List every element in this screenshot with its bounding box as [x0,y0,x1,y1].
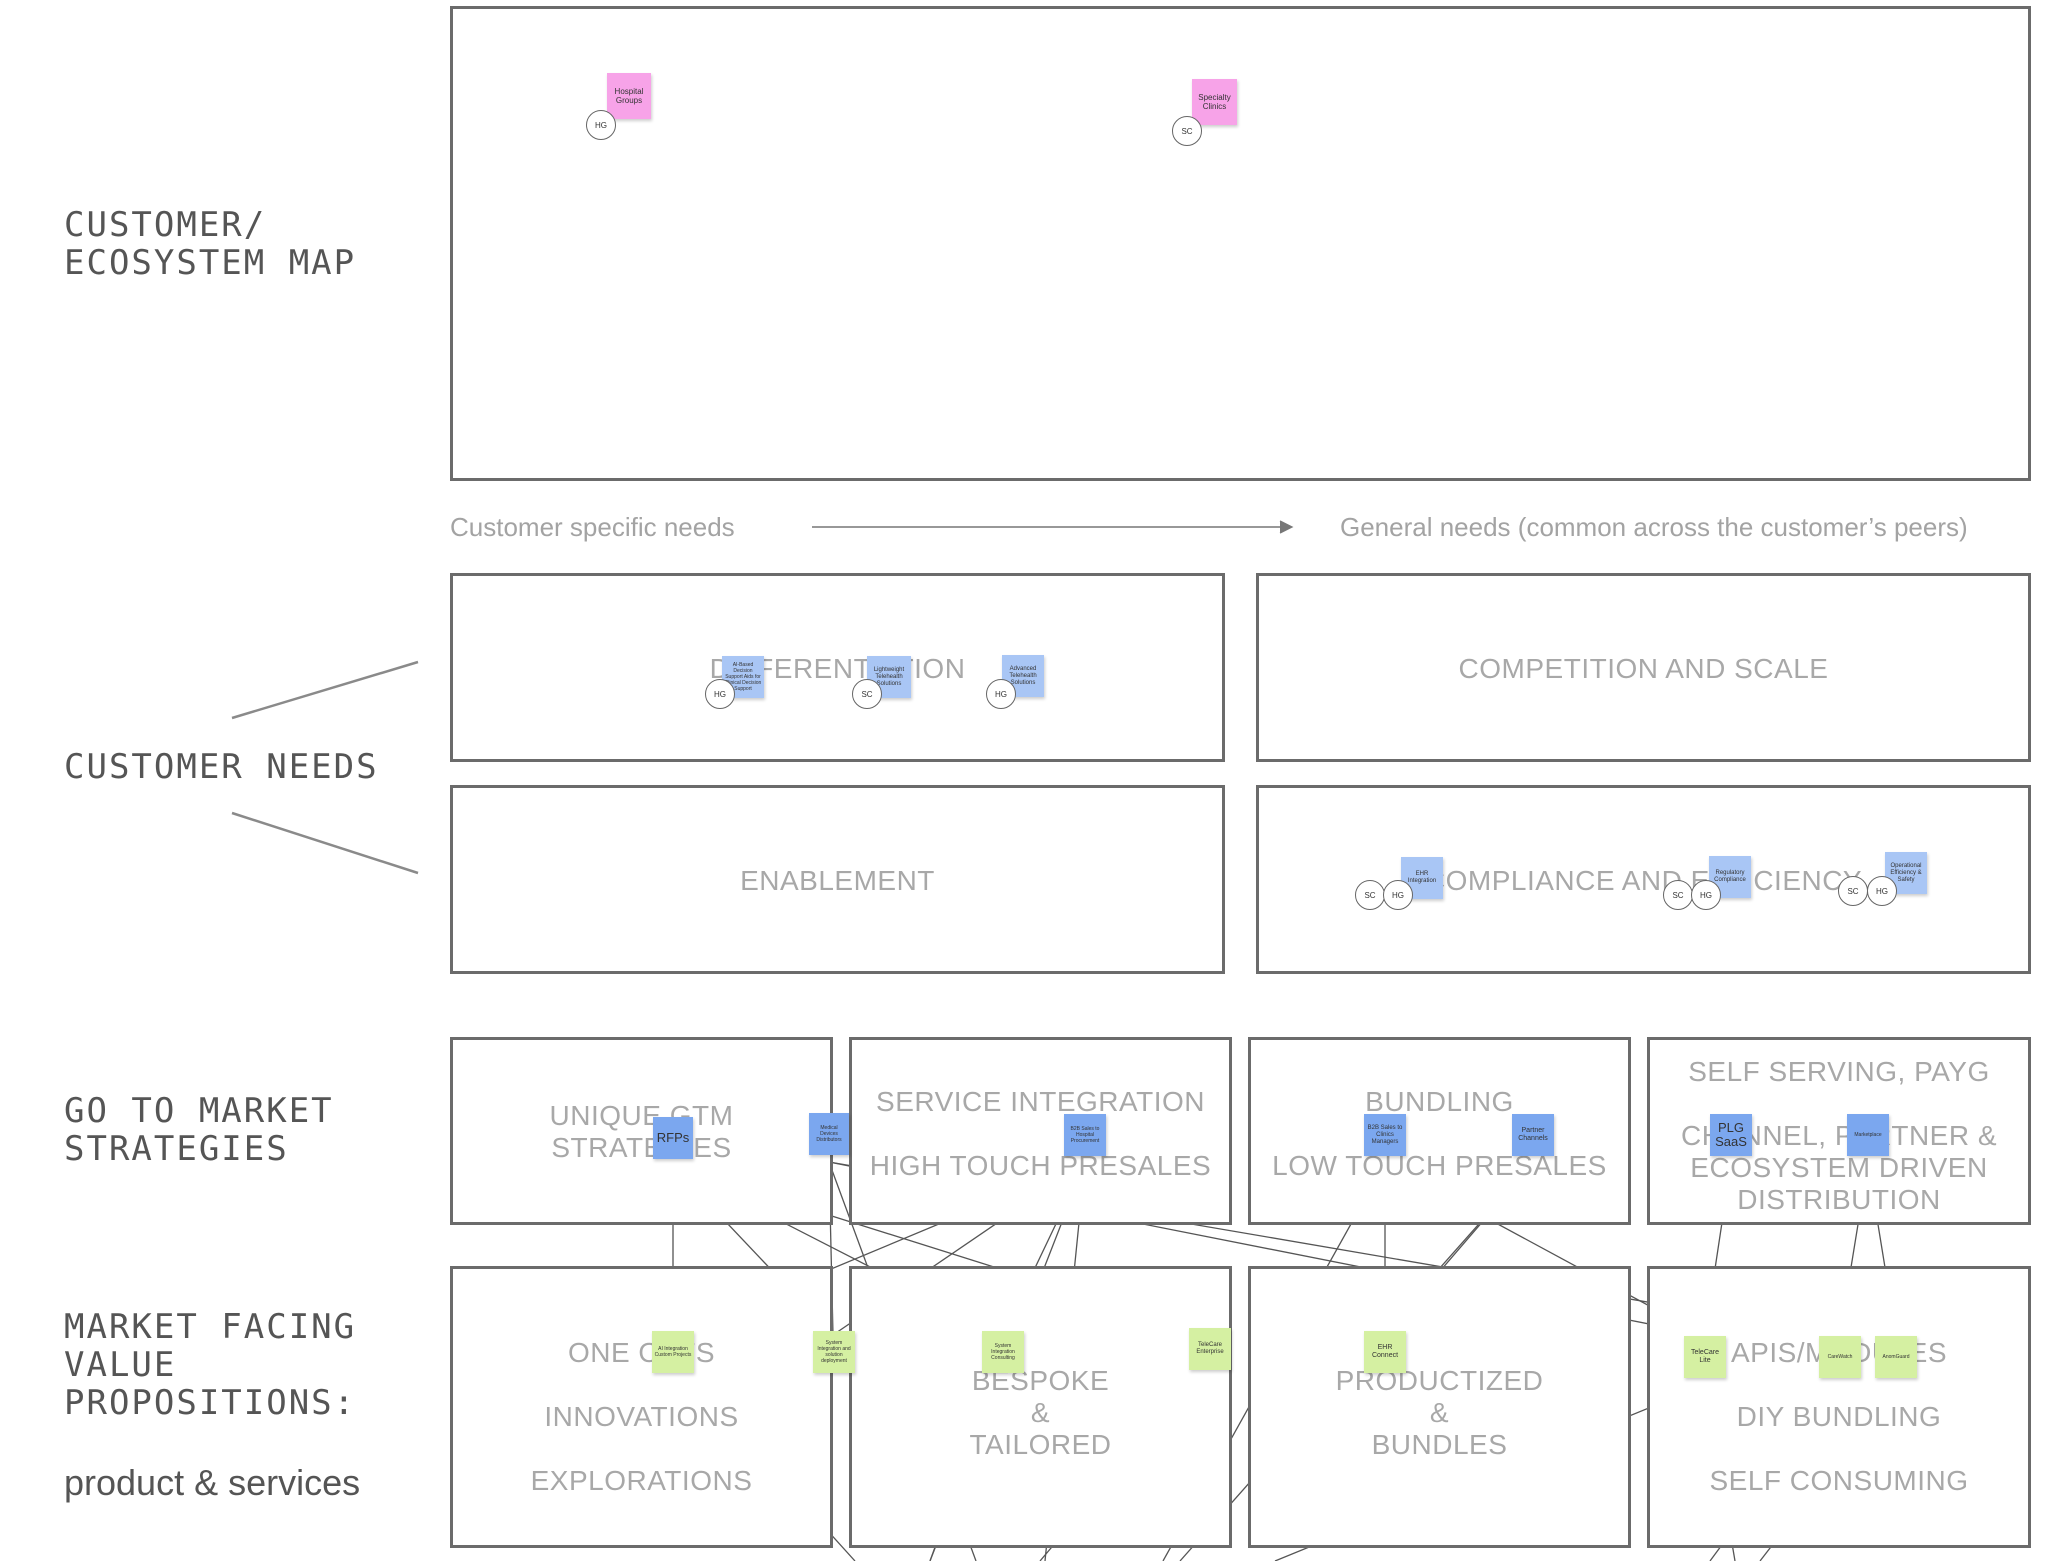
gtm-frame-self[interactable]: SELF SERVING, PAYG CHANNEL, PARTNER & EC… [1647,1037,2031,1225]
needs-title-enablement: ENABLEMENT [740,865,935,896]
vp-sticky[interactable]: TeleCare Lite [1684,1336,1726,1378]
need-badge: SC [1663,880,1693,910]
gtm-sticky[interactable]: Partner Channels [1512,1114,1554,1156]
needs-frame-competition[interactable]: COMPETITION AND SCALE [1256,573,2031,762]
vp-frame-apis[interactable]: APIS/MODULES DIY BUNDLING SELF CONSUMING [1647,1266,2031,1548]
gtm-sticky[interactable]: Marketplace [1847,1114,1889,1156]
needs-title-differentiation: DIFFERENTIATION [709,653,966,684]
vp-frame-productized[interactable]: PRODUCTIZED & BUNDLES [1248,1266,1631,1548]
need-badge: SC [1355,880,1385,910]
customer-sticky-specialty-clinics[interactable]: Specialty Clinics [1192,79,1237,125]
need-badge: HG [986,679,1016,709]
need-badge: HG [705,679,735,709]
customer-map-frame[interactable] [450,6,2031,481]
needs-title-competition: COMPETITION AND SCALE [1458,653,1829,684]
gtm-frame-service[interactable]: SERVICE INTEGRATION HIGH TOUCH PRESALES [849,1037,1232,1225]
vp-frame-one-offs[interactable]: ONE OFFS INNOVATIONS EXPLORATIONS [450,1266,833,1548]
vp-sticky[interactable]: System Integration and solution deployme… [813,1331,855,1373]
need-badge: SC [852,679,882,709]
row-sublabel-products: product & services [64,1462,361,1503]
vp-frame-bespoke[interactable]: BESPOKE & TAILORED [849,1266,1232,1548]
customer-badge-hg: HG [586,110,616,140]
needs-frame-differentiation[interactable]: DIFFERENTIATION [450,573,1225,762]
gtm-title-service: SERVICE INTEGRATION HIGH TOUCH PRESALES [869,1086,1212,1181]
row-label-customer-needs: CUSTOMER NEEDS [64,747,379,787]
vp-sticky[interactable]: CareWatch [1819,1336,1861,1378]
vp-title-productized: PRODUCTIZED & BUNDLES [1335,1365,1544,1460]
vp-sticky[interactable]: EHR Connect [1364,1331,1406,1373]
gtm-frame-bundling[interactable]: BUNDLING LOW TOUCH PRESALES [1248,1037,1631,1225]
need-badge: HG [1691,880,1721,910]
customer-sticky-hospital-groups[interactable]: Hospital Groups [607,73,651,119]
gtm-sticky[interactable]: B2B Sales to Hospital Procurement [1064,1114,1106,1156]
gtm-sticky[interactable]: B2B Sales to Clinics Managers [1364,1114,1406,1156]
gtm-sticky[interactable]: Medical Devices Distributors [809,1113,849,1155]
vp-sticky[interactable]: AI Integration Custom Projects [652,1331,694,1373]
gtm-sticky-rfps[interactable]: RFPs [653,1117,693,1159]
vp-title-bespoke: BESPOKE & TAILORED [969,1365,1112,1460]
customer-badge-sc: SC [1172,116,1202,146]
gtm-sticky-plg-saas[interactable]: PLG SaaS [1710,1114,1752,1156]
axis-label-specific: Customer specific needs [450,512,735,542]
axis-label-general: General needs (common across the custome… [1340,512,1968,542]
gtm-frame-unique[interactable]: UNIQUE GTM STRATEGIES [450,1037,833,1225]
vp-sticky[interactable]: TeleCare Enterprise [1189,1328,1231,1370]
vp-sticky[interactable]: AnomGuard [1875,1336,1917,1378]
row-label-mfvp: MARKET FACING VALUE PROPOSITIONS: [64,1307,357,1423]
need-badge: SC [1838,876,1868,906]
need-badge: HG [1383,880,1413,910]
gtm-title-self: SELF SERVING, PAYG CHANNEL, PARTNER & EC… [1680,1056,1998,1215]
gtm-title-unique: UNIQUE GTM STRATEGIES [549,1100,734,1163]
row-label-gtm: GO TO MARKET STRATEGIES [64,1091,334,1169]
needs-frame-enablement[interactable]: ENABLEMENT [450,785,1225,974]
vp-title-one-offs: ONE OFFS INNOVATIONS EXPLORATIONS [530,1337,753,1496]
row-label-customer-map: CUSTOMER/ ECOSYSTEM MAP [64,205,357,283]
vp-sticky[interactable]: System Integration Consulting [982,1331,1024,1373]
needs-title-compliance: COMPLIANCE AND EFFICIENCY [1424,865,1863,896]
gtm-title-bundling: BUNDLING LOW TOUCH PRESALES [1272,1086,1607,1181]
need-badge: HG [1867,876,1897,906]
